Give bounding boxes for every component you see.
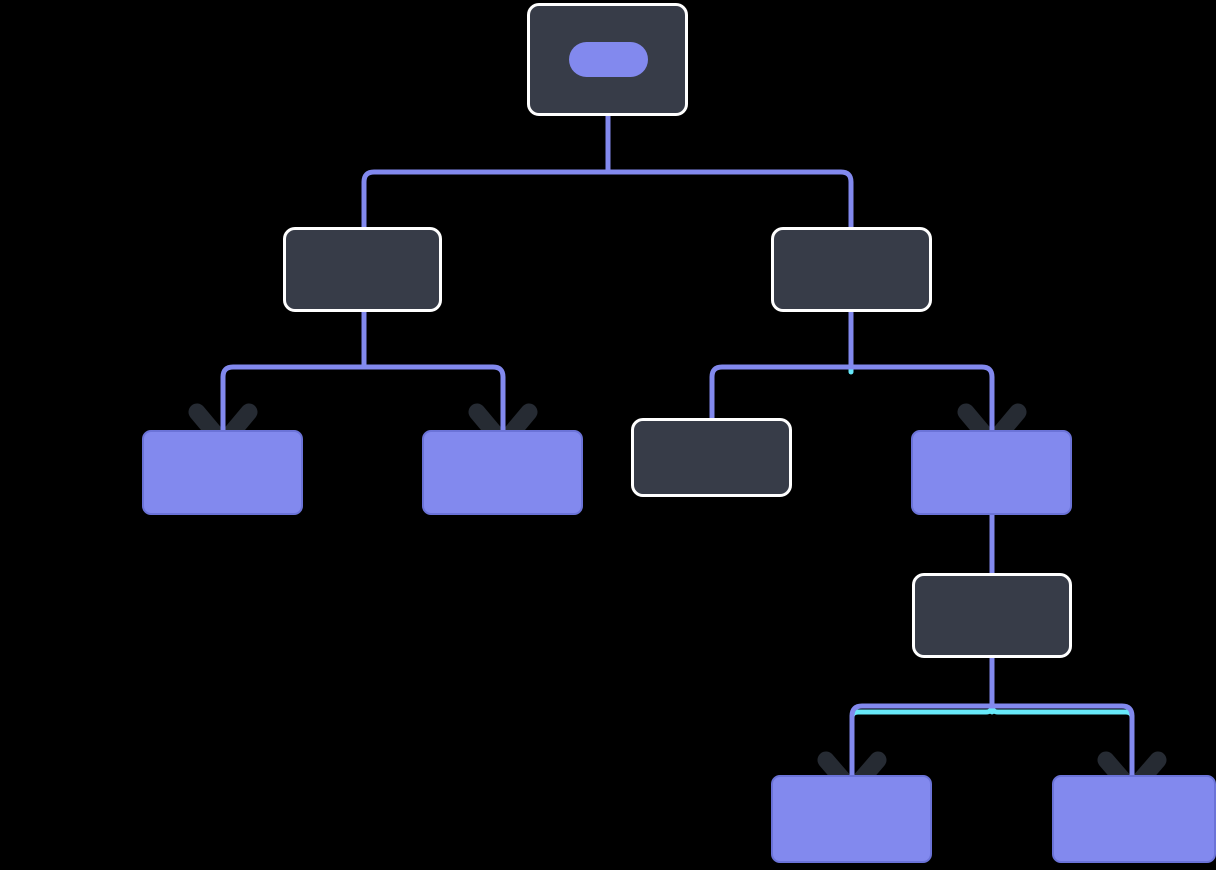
root-pill-badge	[569, 42, 648, 77]
node-leaf-a[interactable]	[142, 430, 303, 515]
node-level1-left[interactable]	[283, 227, 442, 312]
node-leaf-e[interactable]	[771, 775, 932, 863]
node-branch-d[interactable]	[911, 430, 1072, 515]
edge-l1a-l2a	[220, 364, 364, 430]
edge-l1b-l2c	[709, 364, 851, 418]
node-leaf-b[interactable]	[422, 430, 583, 515]
node-leaf-c-dark[interactable]	[631, 418, 792, 497]
edge-root-l1b	[608, 169, 854, 227]
purple-edge-group	[220, 77, 1135, 775]
node-leaf-f[interactable]	[1052, 775, 1216, 863]
node-level1-right[interactable]	[771, 227, 932, 312]
node-level3-right[interactable]	[912, 573, 1072, 658]
edge-l1a-l2b	[364, 364, 506, 430]
edge-l3a-l4a	[849, 703, 992, 775]
edge-l1b-l2d	[851, 364, 995, 430]
edge-root-l1a	[361, 169, 608, 227]
node-root[interactable]	[527, 3, 688, 116]
edge-l3a-l4b	[992, 703, 1135, 775]
